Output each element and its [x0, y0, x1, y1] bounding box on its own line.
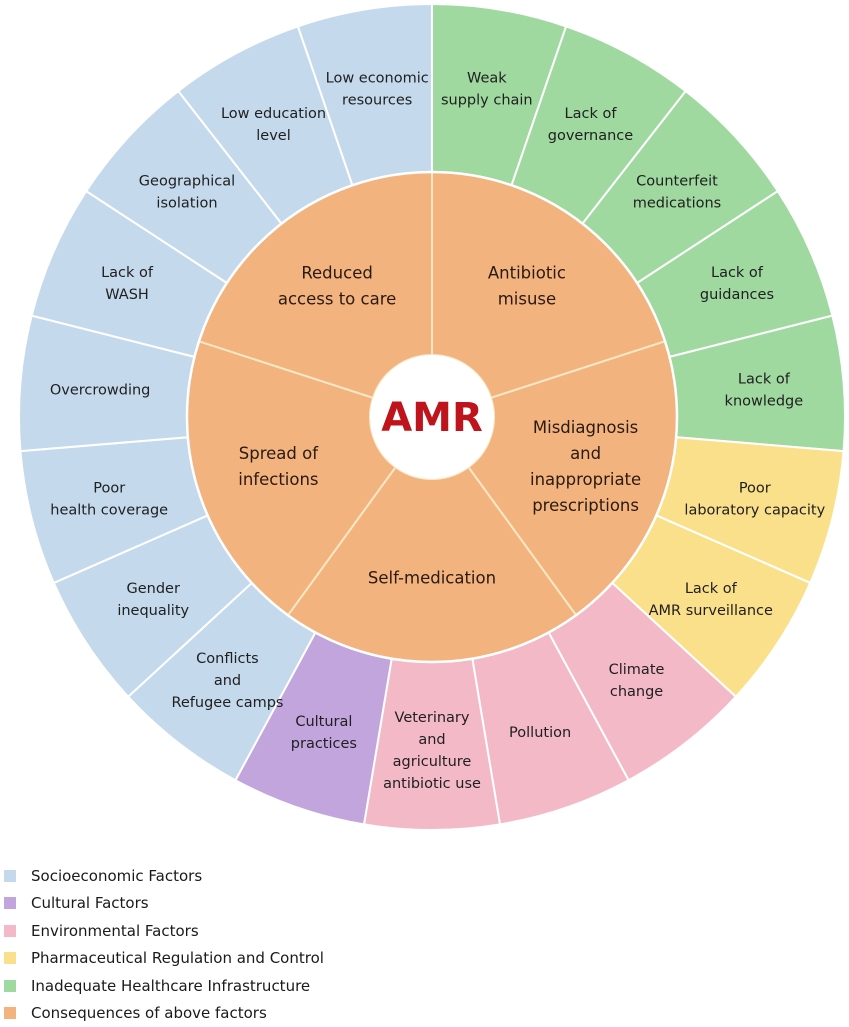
legend-item-pharmaceutical-regulation-and-control: Pharmaceutical Regulation and Control [4, 945, 324, 973]
segment-label-line: laboratory capacity [684, 503, 825, 519]
legend-label: Socioeconomic Factors [31, 867, 202, 885]
segment-label-line: Cultural [295, 714, 352, 730]
segment-label-line: Gender [127, 581, 180, 597]
segment-label-line: infections [238, 470, 318, 489]
legend-swatch [4, 925, 16, 937]
segment-label-line: Climate [609, 662, 665, 678]
segment-label-line: prescriptions [532, 496, 639, 515]
segment-label-line: Self-medication [368, 569, 496, 588]
segment-label-line: inappropriate [530, 470, 641, 489]
legend-label: Consequences of above factors [31, 1004, 267, 1022]
center-label: AMR [381, 395, 483, 441]
segment-label: Self-medication [368, 569, 496, 588]
legend-item-cultural-factors: Cultural Factors [4, 890, 324, 918]
legend-item-inadequate-healthcare-infrastructure: Inadequate Healthcare Infrastructure [4, 972, 324, 1000]
segment-label-line: Lack of [711, 265, 764, 281]
segment-label-line: supply chain [441, 93, 533, 109]
segment-label-line: Geographical [139, 173, 235, 189]
segment-label-line: Low education [221, 106, 326, 122]
segment-label-line: Lack of [565, 106, 618, 122]
segment-label-line: Conflicts [196, 651, 259, 667]
segment-label-line: Veterinary [395, 710, 470, 726]
center-hub: AMR [370, 355, 494, 479]
legend-swatch [4, 897, 16, 909]
segment-label-line: level [256, 128, 290, 144]
legend-swatch [4, 870, 16, 882]
segment-label-line: change [610, 684, 663, 700]
legend-swatch [4, 1007, 16, 1019]
segment-label-line: antibiotic use [383, 776, 481, 792]
segment-label-line: Overcrowding [50, 383, 151, 399]
segment-label-line: Counterfeit [636, 173, 718, 189]
segment-label: Pollution [509, 725, 571, 741]
segment-label-line: health coverage [50, 503, 168, 519]
segment-label-line: practices [291, 736, 357, 752]
segment-label-line: WASH [105, 287, 149, 303]
segment-label-line: AMR surveillance [649, 603, 773, 619]
legend-label: Inadequate Healthcare Infrastructure [31, 977, 310, 995]
segment-label-line: Lack of [101, 265, 154, 281]
segment-label-line: isolation [156, 195, 217, 211]
segment-label-line: Antibiotic [488, 263, 566, 282]
segment-label-line: inequality [117, 603, 189, 619]
legend-swatch [4, 952, 16, 964]
segment-label-line: medications [633, 195, 721, 211]
segment-label-line: Poor [739, 481, 771, 497]
segment-label-line: misuse [498, 289, 556, 308]
segment-label-line: and [418, 732, 445, 748]
segment-label: Overcrowding [50, 383, 151, 399]
legend-label: Pharmaceutical Regulation and Control [31, 949, 324, 967]
segment-label-line: and [570, 444, 601, 463]
segment-label-line: and [214, 673, 241, 689]
segment-label-line: guidances [700, 287, 774, 303]
segment-label-line: Pollution [509, 725, 571, 741]
legend-item-consequences-of-above-factors: Consequences of above factors [4, 1000, 324, 1027]
segment-label-line: access to care [278, 289, 396, 308]
legend-item-socioeconomic-factors: Socioeconomic Factors [4, 862, 324, 890]
segment-label-line: Spread of [239, 444, 319, 463]
legend-item-environmental-factors: Environmental Factors [4, 917, 324, 945]
segment-label-line: Misdiagnosis [533, 418, 638, 437]
segment-label-line: knowledge [725, 394, 804, 410]
legend-label: Environmental Factors [31, 922, 199, 940]
segment-label-line: Low economic [326, 71, 429, 87]
segment-label-line: Refugee camps [171, 695, 283, 711]
segment-label-line: Reduced [301, 263, 373, 282]
legend-label: Cultural Factors [31, 894, 149, 912]
segment-label-line: agriculture [393, 754, 472, 770]
segment-label-line: Weak [467, 71, 507, 87]
segment-label-line: Poor [93, 481, 125, 497]
segment-label-line: Lack of [685, 581, 738, 597]
segment-label-line: Lack of [738, 372, 791, 388]
legend-swatch [4, 980, 16, 992]
segment-label-line: governance [548, 128, 634, 144]
segment-label-line: resources [342, 93, 412, 109]
